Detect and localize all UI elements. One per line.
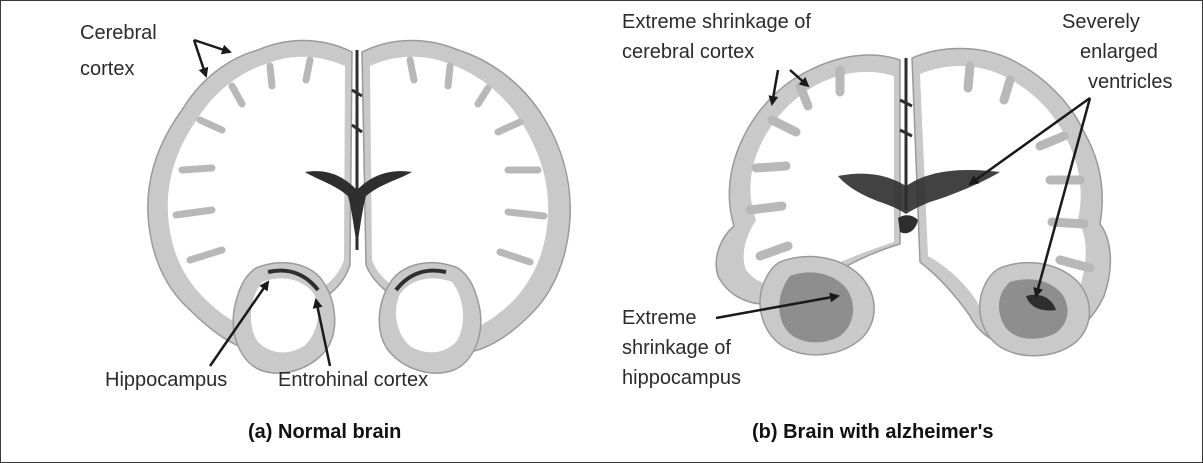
label-hippocampus-shrinkage-line2: shrinkage of xyxy=(622,337,731,360)
label-cortex-shrinkage-line1: Extreme shrinkage of xyxy=(622,11,811,34)
label-hippocampus: Hippocampus xyxy=(105,369,227,392)
label-cerebral-line2: cortex xyxy=(80,58,134,81)
label-hippocampus-shrinkage-line3: hippocampus xyxy=(622,367,741,390)
arrow-cerebral-cortex-1 xyxy=(194,40,230,52)
alzheimer-brain xyxy=(716,48,1110,355)
label-cortex-shrinkage-line2: cerebral cortex xyxy=(622,41,754,64)
label-ventricles-line1: Severely xyxy=(1062,11,1140,34)
caption-normal-brain: (a) Normal brain xyxy=(248,420,401,444)
label-ventricles-line3: ventricles xyxy=(1088,71,1172,94)
label-cerebral-line1: Cerebral xyxy=(80,22,157,45)
caption-alzheimer-brain: (b) Brain with alzheimer's xyxy=(752,420,993,444)
normal-brain xyxy=(148,40,570,373)
arrow-cerebral-cortex-2 xyxy=(194,40,206,76)
label-hippocampus-shrinkage-line1: Extreme xyxy=(622,307,696,330)
label-entorhinal-cortex: Entrohinal cortex xyxy=(278,369,428,392)
label-ventricles-line2: enlarged xyxy=(1080,41,1158,64)
